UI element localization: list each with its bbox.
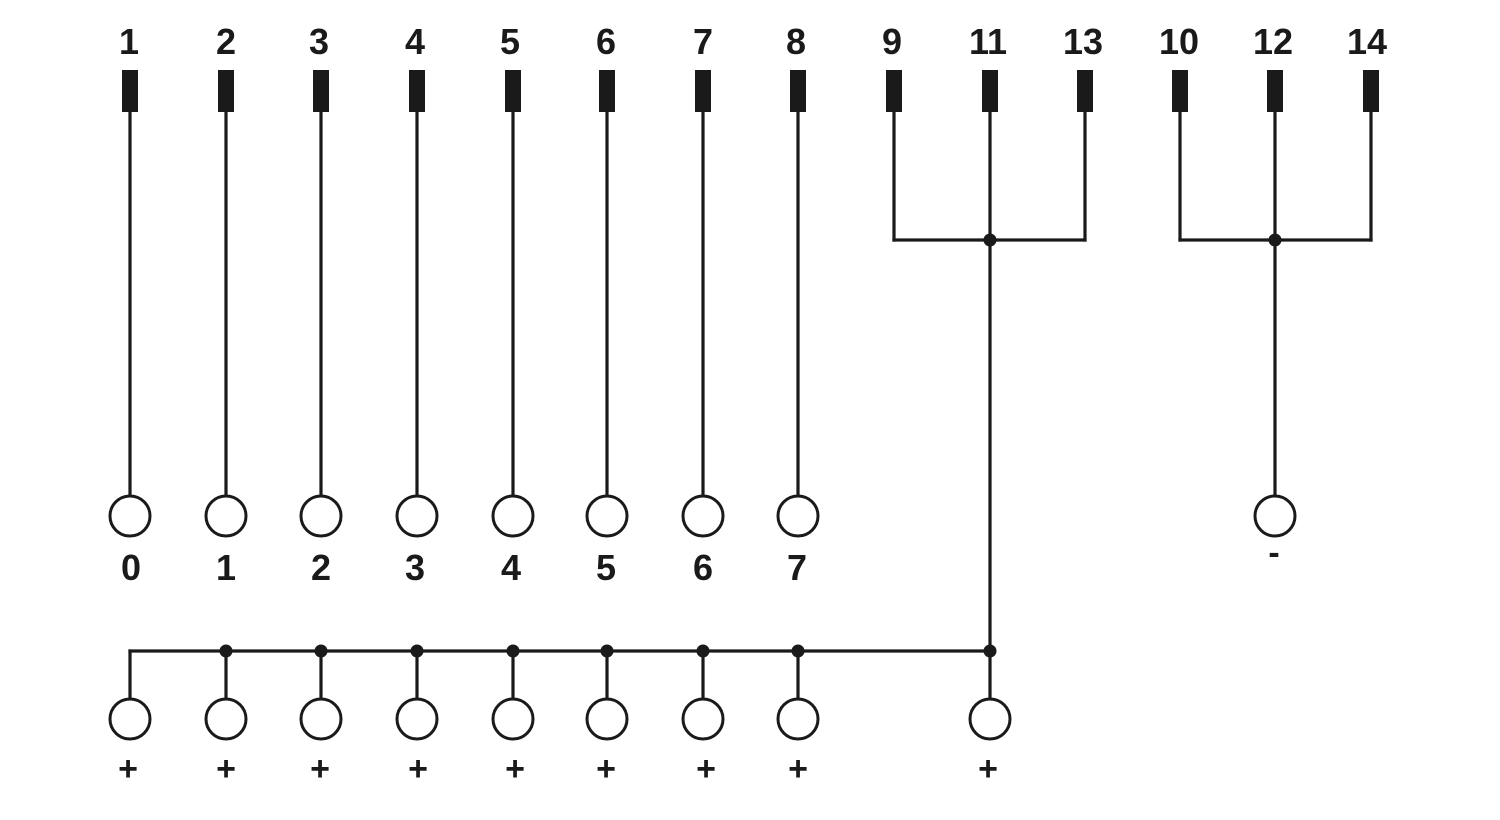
- top-pin-label: 2: [216, 21, 236, 62]
- plus-terminal: [491, 697, 535, 741]
- plus-bus-node: [791, 644, 805, 658]
- plus-terminal-label: +: [696, 750, 716, 788]
- plus-bus-node: [410, 644, 424, 658]
- plus-terminal: [108, 697, 152, 741]
- channel-terminal: [776, 494, 820, 538]
- pin-block: [1363, 70, 1379, 112]
- channel-terminal: [585, 494, 629, 538]
- plus-bus-node: [219, 644, 233, 658]
- pin-block: [122, 70, 138, 112]
- plus-terminal: [204, 697, 248, 741]
- channel-terminal-label: 1: [216, 547, 236, 588]
- plus-terminal: [681, 697, 725, 741]
- channel-terminals: [108, 494, 1297, 538]
- top-pin-label: 6: [596, 21, 616, 62]
- top-pin-label: 1: [119, 21, 139, 62]
- channel-terminal-label: 4: [501, 547, 521, 588]
- plus-terminal-labels: + + + + + + + + +: [118, 750, 998, 788]
- minus-bus-tree: [1178, 110, 1373, 498]
- plus-bus-node: [696, 644, 710, 658]
- channel-terminal: [108, 494, 152, 538]
- minus-tie-node: [1268, 233, 1282, 247]
- plus-terminal-label: +: [216, 750, 236, 788]
- plus-terminal-label: +: [310, 750, 330, 788]
- channel-terminal: [204, 494, 248, 538]
- plus-bus-node: [506, 644, 520, 658]
- plus-terminal: [395, 697, 439, 741]
- channel-terminal-label: 0: [121, 547, 141, 588]
- plus-terminal-label: +: [505, 750, 525, 788]
- top-pin-label: 8: [786, 21, 806, 62]
- plus-bus-node: [600, 644, 614, 658]
- pin-block: [599, 70, 615, 112]
- pin-block: [790, 70, 806, 112]
- top-pin-label: 14: [1347, 21, 1387, 62]
- plus-terminal-label: +: [118, 750, 138, 788]
- plus-terminal: [968, 697, 1012, 741]
- top-pin-labels: 1 2 3 4 5 6 7 8 9 11 13 10 12 14: [119, 21, 1387, 62]
- pin-block: [218, 70, 234, 112]
- plus-bus-node: [314, 644, 328, 658]
- plus-terminal-label: +: [596, 750, 616, 788]
- pin-block: [1172, 70, 1188, 112]
- plus-terminal: [585, 697, 629, 741]
- minus-terminal: [1253, 494, 1297, 538]
- channel-terminal-label: 7: [787, 547, 807, 588]
- channel-terminal-labels: 0 1 2 3 4 5 6 7 -: [121, 534, 1280, 588]
- pin-block: [1267, 70, 1283, 112]
- pin-block: [409, 70, 425, 112]
- pin-block: [313, 70, 329, 112]
- plus-terminal-label: +: [978, 750, 998, 788]
- top-pin-label: 4: [405, 21, 425, 62]
- common-plus-bus: [128, 644, 997, 702]
- top-pin-label: 9: [882, 21, 902, 62]
- plus-bus-tree: [892, 110, 1087, 702]
- channel-terminal: [395, 494, 439, 538]
- channel-wires: [128, 110, 800, 498]
- pin-block: [982, 70, 998, 112]
- pin-block: [505, 70, 521, 112]
- plus-terminal: [776, 697, 820, 741]
- plus-terminal-label: +: [408, 750, 428, 788]
- pin-block: [695, 70, 711, 112]
- channel-terminal-label: 3: [405, 547, 425, 588]
- top-pin-label: 13: [1063, 21, 1103, 62]
- top-pin-label: 7: [693, 21, 713, 62]
- plus-bus-node: [983, 644, 997, 658]
- top-pin-label: 12: [1253, 21, 1293, 62]
- pin-blocks: [122, 70, 1379, 112]
- plus-terminal: [299, 697, 343, 741]
- minus-terminal-label: -: [1268, 534, 1279, 572]
- pin-block: [1077, 70, 1093, 112]
- channel-terminal-label: 5: [596, 547, 616, 588]
- top-pin-label: 11: [969, 21, 1007, 62]
- channel-terminal: [681, 494, 725, 538]
- plus-terminal-label: +: [788, 750, 808, 788]
- top-pin-label: 5: [500, 21, 520, 62]
- plus-tie-node: [983, 233, 997, 247]
- channel-terminal: [491, 494, 535, 538]
- top-pin-label: 10: [1159, 21, 1199, 62]
- channel-terminal-label: 6: [693, 547, 713, 588]
- channel-terminal-label: 2: [311, 547, 331, 588]
- plus-terminals: [108, 697, 1012, 741]
- top-pin-label: 3: [309, 21, 329, 62]
- channel-terminal: [299, 494, 343, 538]
- pin-block: [886, 70, 902, 112]
